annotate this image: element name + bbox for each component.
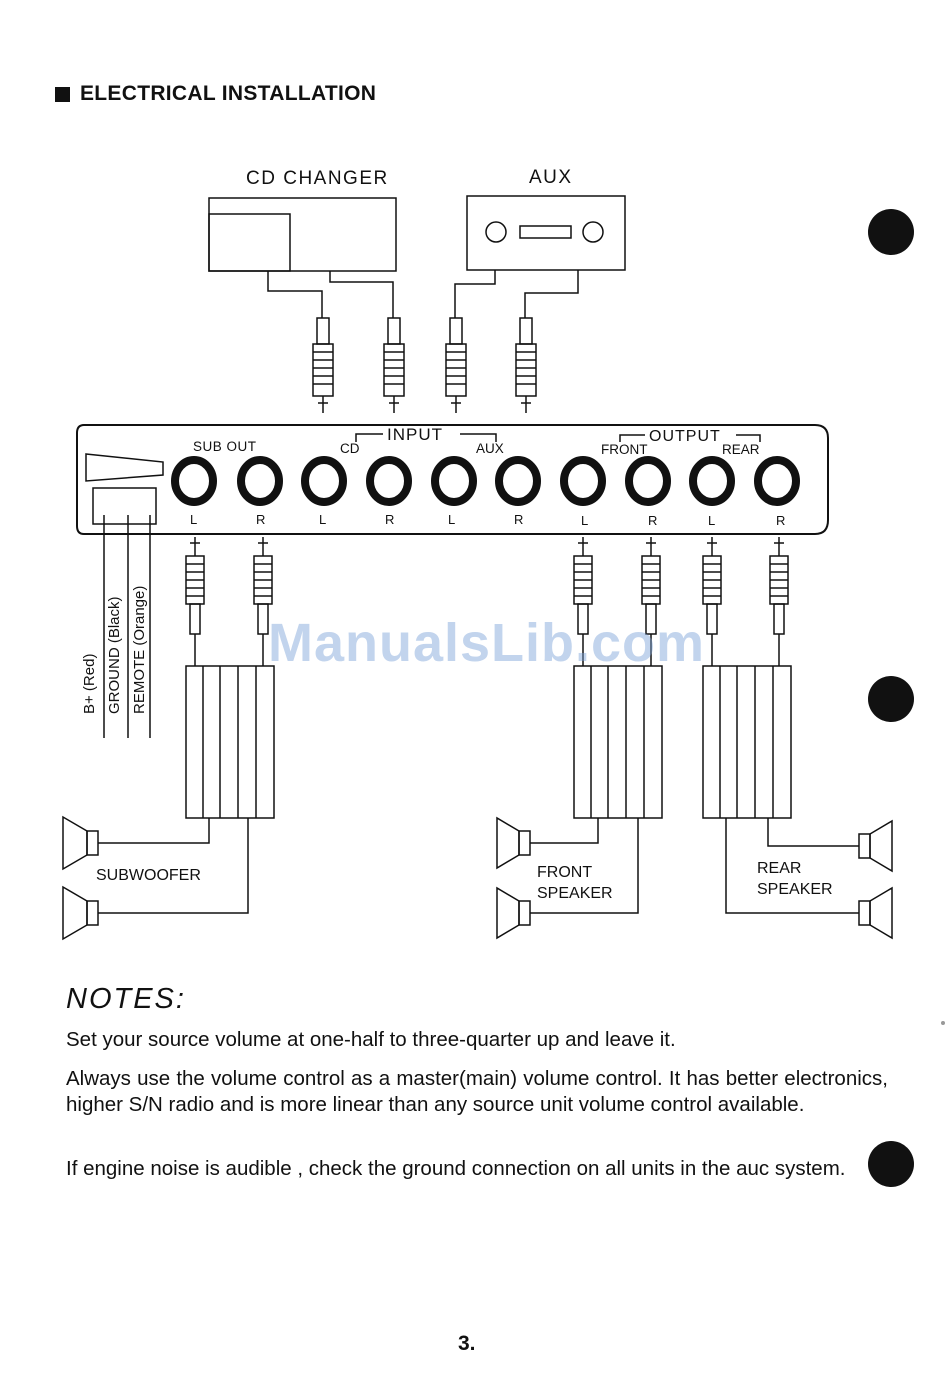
channel-right-label: R: [385, 512, 394, 527]
front-speaker-label: FRONT: [537, 864, 592, 881]
rca-plug: [253, 537, 273, 635]
power-terminal-block: [92, 487, 157, 525]
subwoofer-speaker-icon: [62, 815, 99, 871]
watermark: ManualsLib.com: [268, 613, 706, 673]
cd-changer-label: CD CHANGER: [246, 168, 389, 189]
front-left-jack: [560, 456, 606, 506]
rear-amplifier: [702, 665, 792, 819]
section-heading: ELECTRICAL INSTALLATION: [55, 82, 376, 106]
rear-speaker-label: REAR: [757, 860, 801, 877]
input-label: INPUT: [387, 425, 443, 444]
rear-right-jack: [754, 456, 800, 506]
sub-out-left-jack: [171, 456, 217, 506]
aux-right-jack: [495, 456, 541, 506]
wiring-diagram: CD CHANGER AUX: [62, 167, 893, 941]
cd-right-jack: [366, 456, 412, 506]
rear-output-label: REAR: [722, 442, 760, 457]
aux-label: AUX: [529, 167, 573, 188]
sub-out-right-jack: [237, 456, 283, 506]
rear-speaker-icon: [858, 819, 893, 873]
ground-wire-label: GROUND (Black): [106, 596, 123, 714]
rca-plug: [573, 537, 593, 635]
aux-right-cable: [524, 270, 579, 318]
rca-plug: [702, 537, 722, 635]
subwoofer-speaker-icon: [62, 885, 99, 941]
rca-plug: [769, 537, 789, 635]
equalizer-panel: [76, 424, 829, 535]
rca-plug: [185, 537, 205, 635]
channel-right-label: R: [776, 513, 785, 528]
rca-plug: [312, 317, 334, 413]
note-item: If engine noise is audible , check the g…: [66, 1157, 846, 1180]
cd-left-cable: [267, 271, 323, 318]
volume-knob-icon: [85, 453, 164, 482]
aux-unit: [466, 195, 626, 271]
binder-hole: [868, 209, 914, 255]
scan-speck: [941, 1021, 945, 1025]
aux-left-jack: [431, 456, 477, 506]
rca-plug: [445, 317, 467, 413]
front-speaker-icon: [496, 886, 531, 940]
front-amplifier: [573, 665, 663, 819]
front-speaker-icon: [496, 816, 531, 870]
subwoofer-label: SUBWOOFER: [96, 867, 201, 884]
channel-left-label: L: [581, 513, 588, 528]
aux-input-label: AUX: [476, 441, 504, 456]
subwoofer-amplifier: [185, 665, 275, 819]
square-bullet-icon: [55, 86, 70, 102]
front-right-jack: [625, 456, 671, 506]
channel-left-label: L: [448, 512, 455, 527]
channel-left-label: L: [319, 512, 326, 527]
output-label: OUTPUT: [649, 428, 721, 445]
cd-left-jack: [301, 456, 347, 506]
channel-left-label: L: [190, 512, 197, 527]
front-output-label: FRONT: [601, 442, 648, 457]
notes-title: NOTES:: [66, 983, 186, 1015]
cd-changer-unit: [208, 197, 397, 272]
rca-plug: [515, 317, 537, 413]
cd-input-label: CD: [340, 441, 360, 456]
page-number: 3.: [458, 1332, 476, 1355]
channel-right-label: R: [256, 512, 265, 527]
rear-speaker-label: SPEAKER: [757, 881, 833, 898]
aux-left-cable: [454, 270, 496, 318]
b-plus-wire-label: B+ (Red): [81, 654, 98, 714]
channel-left-label: L: [708, 513, 715, 528]
binder-hole: [868, 676, 914, 722]
rear-speaker-icon: [858, 886, 893, 940]
front-speaker-label: SPEAKER: [537, 885, 613, 902]
note-item: Always use the volume control as a maste…: [66, 1067, 888, 1116]
channel-right-label: R: [514, 512, 523, 527]
remote-wire-label: REMOTE (Orange): [131, 586, 148, 714]
cd-right-cable: [329, 271, 394, 318]
sub-out-label: SUB OUT: [193, 439, 257, 454]
binder-hole: [868, 1141, 914, 1187]
rear-left-jack: [689, 456, 735, 506]
channel-right-label: R: [648, 513, 657, 528]
rca-plug: [641, 537, 661, 635]
rca-plug: [383, 317, 405, 413]
section-title: ELECTRICAL INSTALLATION: [80, 82, 377, 105]
note-item: Set your source volume at one-half to th…: [66, 1028, 676, 1051]
